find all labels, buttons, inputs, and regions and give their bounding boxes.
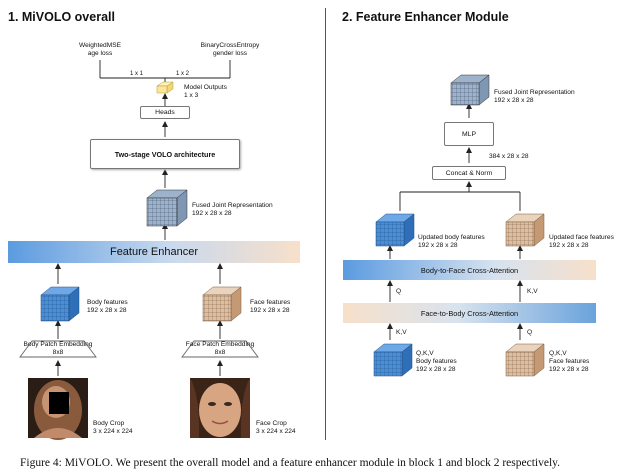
kv-label-left: K,V <box>396 329 407 336</box>
cube-updated-face <box>505 213 545 247</box>
cube-body-right <box>373 343 413 377</box>
body-to-face-band <box>343 260 596 280</box>
volo-box: Two-stage VOLO architecture <box>90 139 240 169</box>
q-label-right: Q <box>527 329 533 336</box>
age-dim-label: 1 x 1 <box>130 71 144 77</box>
cube-updated-body <box>375 213 415 247</box>
cube-fused-right <box>450 74 490 106</box>
heads-box: Heads <box>140 106 190 119</box>
cube-face-right <box>505 343 545 377</box>
right-title: 2. Feature Enhancer Module <box>342 10 509 24</box>
left-title: 1. MiVOLO overall <box>8 10 115 24</box>
feature-enhancer-band <box>8 241 300 263</box>
face-crop-image <box>190 378 250 438</box>
figure-caption: Figure 4: MiVOLO. We present the overall… <box>20 457 561 469</box>
kv-label-right: K,V <box>527 288 538 295</box>
concat-norm-box: Concat & Norm <box>432 166 506 180</box>
gender-dim-label: 1 x 2 <box>176 71 190 77</box>
feature-enhancer-label: Feature Enhancer <box>109 246 199 258</box>
body-crop-image <box>28 378 88 440</box>
model-outputs-cuboid <box>156 81 174 94</box>
cube-body-left <box>40 286 80 322</box>
mlp-box: MLP <box>444 122 494 146</box>
body-to-face-label: Body-to-Face Cross-Attention <box>420 265 519 275</box>
mlp-dim-label: 384 x 28 x 28 <box>489 153 529 160</box>
face-to-body-band <box>343 303 596 323</box>
face-to-body-label: Face-to-Body Cross-Attention <box>420 308 519 318</box>
cube-face-left <box>202 286 242 322</box>
panel-divider <box>325 8 326 440</box>
q-label-left: Q <box>396 288 402 295</box>
cube-fused-left <box>146 189 188 227</box>
